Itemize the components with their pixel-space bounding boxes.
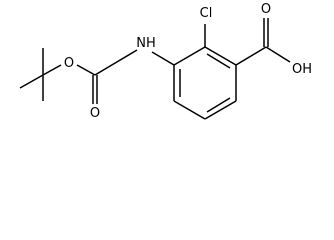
bond-oxygen-carbonyl-carbon: [76, 64, 96, 76]
bond-methyl-left: [19, 74, 44, 89]
ring-bond-c2-c3: [173, 100, 206, 120]
ring-inner-bond-top: [206, 53, 231, 69]
bond-nitrogen-ring: [151, 51, 175, 66]
tert-butyl-group: [19, 48, 62, 101]
bond-ring-carboxyl: [235, 46, 267, 66]
amine-label: NH: [136, 36, 156, 51]
bond-carboxyl-hydroxyl: [265, 46, 291, 63]
ring-bond-c5-c6: [204, 46, 237, 66]
acid-hydroxyl-label: OH: [292, 62, 312, 77]
ring-bond-c6-c1: [173, 46, 206, 66]
benzene-ring: [173, 46, 237, 120]
chlorine-label: Cl: [200, 6, 213, 21]
ring-inner-bond-bottom: [206, 97, 231, 113]
carbamate-group: O O NH: [64, 36, 175, 121]
carbamate-carbonyl-oxygen-label: O: [90, 106, 100, 121]
ring-bond-c3-c4: [204, 100, 237, 120]
chemical-structure: O O NH Cl O OH: [19, 2, 312, 121]
carbamate-ester-oxygen-label: O: [64, 56, 74, 71]
bond-tbu-oxygen: [42, 64, 62, 76]
bond-carbonyl-carbon-nitrogen: [94, 49, 138, 76]
carboxylic-acid-group: O OH: [235, 2, 312, 77]
chlorine-substituent: Cl: [200, 6, 213, 47]
acid-carbonyl-oxygen-label: O: [261, 2, 271, 17]
